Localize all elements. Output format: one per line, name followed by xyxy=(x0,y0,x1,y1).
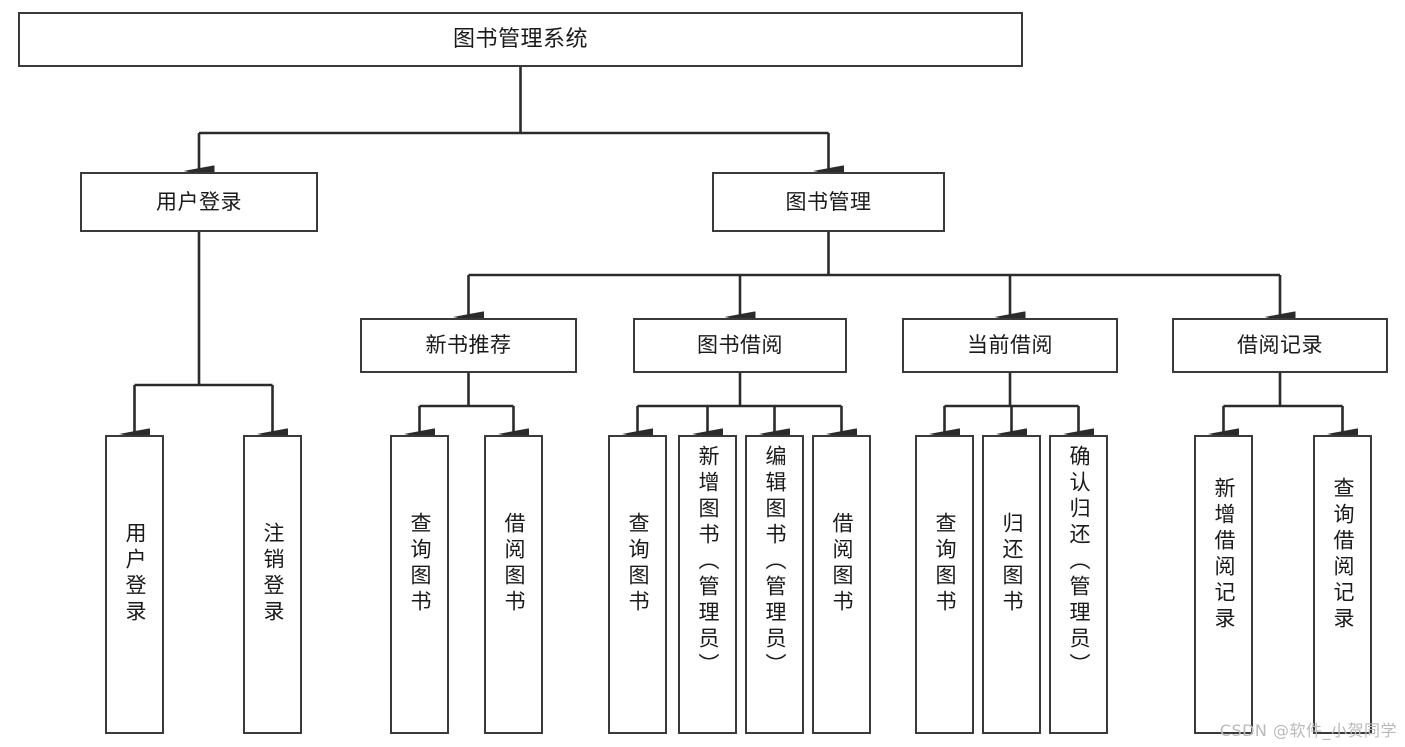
node-leaf-add-record[interactable]: 新增借阅记录 xyxy=(1194,435,1253,734)
node-new-book-recommend-label: 新书推荐 xyxy=(425,333,512,358)
node-leaf-borrow-book-2-label: 借阅图书 xyxy=(830,512,854,616)
node-leaf-borrow-book-1-label: 借阅图书 xyxy=(502,512,526,616)
node-borrow-record-label: 借阅记录 xyxy=(1237,333,1323,358)
node-root[interactable]: 图书管理系统 xyxy=(18,12,1023,67)
node-leaf-query-book-2-label: 查询图书 xyxy=(626,512,650,616)
node-book-manage-label: 图书管理 xyxy=(785,189,872,214)
node-leaf-add-book[interactable]: 新增图书（管理员） xyxy=(678,435,737,734)
node-leaf-query-book-3[interactable]: 查询图书 xyxy=(915,435,974,734)
node-leaf-confirm-return[interactable]: 确认归还（管理员） xyxy=(1049,435,1108,734)
node-root-label: 图书管理系统 xyxy=(452,26,588,52)
node-current-borrow[interactable]: 当前借阅 xyxy=(902,318,1118,373)
node-leaf-user-logout[interactable]: 注销登录 xyxy=(243,435,302,734)
node-leaf-return-book[interactable]: 归还图书 xyxy=(982,435,1041,734)
node-leaf-add-record-label: 新增借阅记录 xyxy=(1212,477,1236,633)
node-user-login[interactable]: 用户登录 xyxy=(80,172,318,232)
node-leaf-query-record[interactable]: 查询借阅记录 xyxy=(1313,435,1372,734)
node-leaf-query-record-label: 查询借阅记录 xyxy=(1331,477,1355,633)
node-book-manage[interactable]: 图书管理 xyxy=(712,172,945,232)
node-borrow-record[interactable]: 借阅记录 xyxy=(1172,318,1388,373)
node-leaf-edit-book-label: 编辑图书（管理员） xyxy=(763,445,787,679)
node-leaf-borrow-book-2[interactable]: 借阅图书 xyxy=(812,435,871,734)
node-leaf-edit-book[interactable]: 编辑图书（管理员） xyxy=(745,435,804,734)
node-leaf-user-login-label: 用户登录 xyxy=(123,522,147,626)
node-book-borrow-label: 图书借阅 xyxy=(697,333,783,358)
node-current-borrow-label: 当前借阅 xyxy=(967,333,1053,358)
node-leaf-confirm-return-label: 确认归还（管理员） xyxy=(1067,445,1091,679)
node-leaf-query-book-2[interactable]: 查询图书 xyxy=(608,435,667,734)
node-book-borrow[interactable]: 图书借阅 xyxy=(633,318,847,373)
node-leaf-user-login[interactable]: 用户登录 xyxy=(105,435,164,734)
node-leaf-user-logout-label: 注销登录 xyxy=(261,522,285,626)
node-leaf-borrow-book-1[interactable]: 借阅图书 xyxy=(484,435,543,734)
node-user-login-label: 用户登录 xyxy=(156,189,242,214)
node-leaf-query-book-1[interactable]: 查询图书 xyxy=(390,435,449,734)
node-leaf-return-book-label: 归还图书 xyxy=(1000,512,1024,616)
node-leaf-add-book-label: 新增图书（管理员） xyxy=(696,445,720,679)
node-new-book-recommend[interactable]: 新书推荐 xyxy=(360,318,577,373)
node-leaf-query-book-1-label: 查询图书 xyxy=(408,512,432,616)
node-leaf-query-book-3-label: 查询图书 xyxy=(933,512,957,616)
